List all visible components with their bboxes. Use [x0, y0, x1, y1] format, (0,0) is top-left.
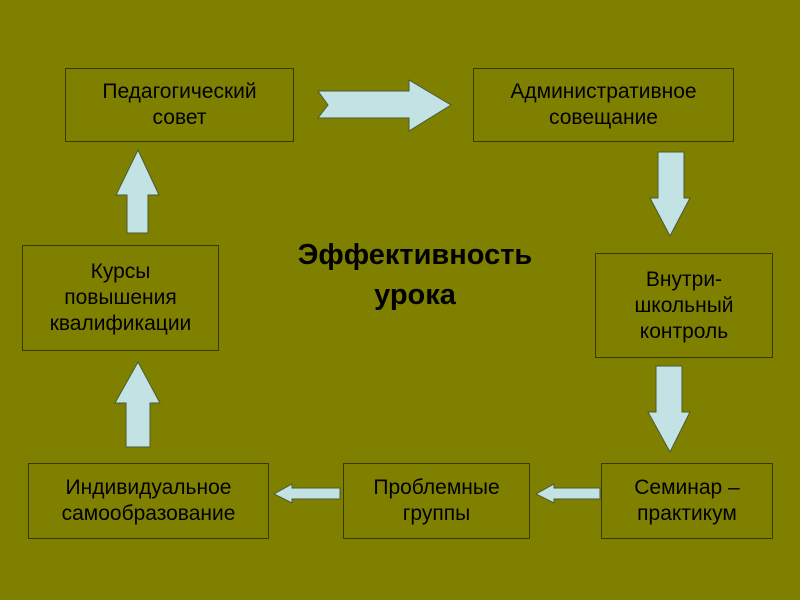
node-problem-groups: Проблемные группы	[343, 463, 530, 539]
node-pedagogical-council: Педагогический совет	[65, 68, 294, 142]
center-title: Эффективность урока	[297, 239, 533, 311]
node-internal-control: Внутри- школьный контроль	[595, 253, 773, 358]
node-seminar-workshop: Семинар – практикум	[601, 463, 773, 539]
arrow-ind-to-kurs	[114, 360, 161, 448]
arrow-adm-to-vnk	[649, 151, 691, 238]
arrow-ped-to-adm	[316, 79, 452, 132]
arrow-vnk-to-sem	[647, 365, 691, 454]
arrow-sem-to-prob	[534, 483, 601, 504]
arrow-prob-to-ind	[272, 483, 341, 504]
node-qualification-courses: Курсы повышения квалификации	[22, 245, 219, 351]
arrow-kurs-to-ped	[115, 148, 160, 234]
node-administrative-meeting: Административное совещание	[473, 68, 734, 142]
node-self-education: Индивидуальное самообразование	[28, 463, 269, 539]
